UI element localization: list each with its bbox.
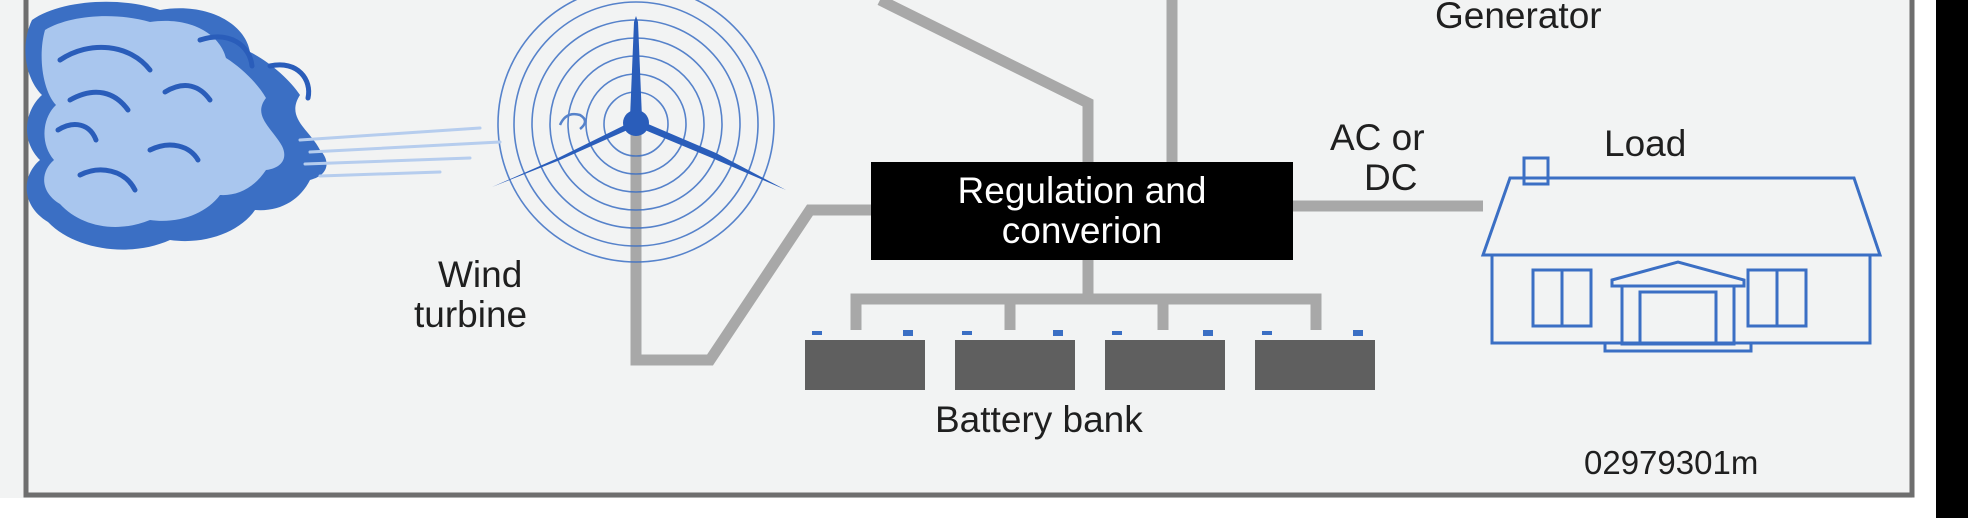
regulation-conversion-box: Regulation and converion xyxy=(871,162,1293,260)
battery-icon xyxy=(955,330,1075,390)
generator-diagonal-wire xyxy=(877,0,1094,162)
ac-dc-label-line1: AC or xyxy=(1330,117,1425,158)
turbine-blades xyxy=(492,16,786,190)
regulation-label-line1: Regulation and xyxy=(957,170,1207,211)
wiring xyxy=(630,0,1483,366)
diagram-frame xyxy=(23,0,1915,498)
battery-icon xyxy=(1105,330,1225,390)
wind-turbine-label-line1: Wind xyxy=(438,254,523,295)
battery-bus-wire xyxy=(850,293,1322,330)
ac-dc-label-line2: DC xyxy=(1364,157,1418,198)
wind-god-face-icon xyxy=(25,1,502,250)
load-label: Load xyxy=(1604,123,1687,164)
battery-bank-label: Battery bank xyxy=(935,399,1143,440)
wind-turbine-label-line2: turbine xyxy=(414,294,528,335)
battery-icon xyxy=(1255,330,1375,390)
breath-streaks xyxy=(298,126,502,178)
generator-label: Generator xyxy=(1435,0,1602,36)
regulation-label-line2: converion xyxy=(1001,210,1163,251)
house-icon xyxy=(1480,156,1883,353)
battery-bank-icons xyxy=(805,330,1375,390)
turbine-to-regulation-wire xyxy=(630,120,871,366)
figure-id-label: 02979301m xyxy=(1584,444,1759,481)
wind-turbine-icon xyxy=(492,0,786,263)
right-edge-bar xyxy=(1936,0,1968,518)
battery-icon xyxy=(805,330,925,390)
